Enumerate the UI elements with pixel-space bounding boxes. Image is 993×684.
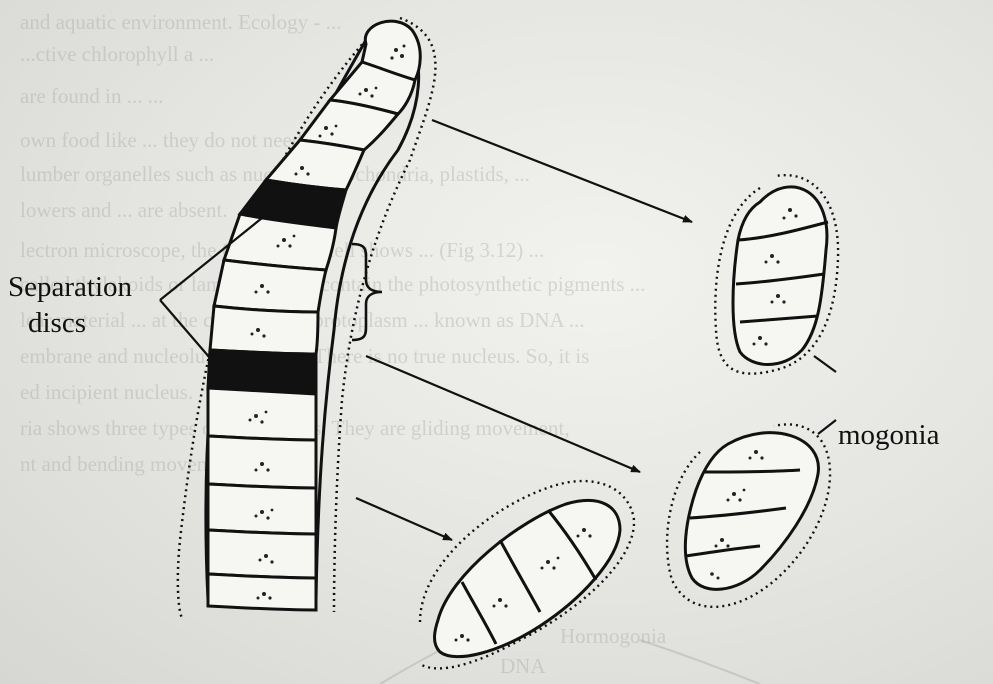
filament-cell xyxy=(214,260,326,312)
filament-cell xyxy=(208,484,316,534)
hormogonium-upper xyxy=(715,175,838,373)
hormogonium-lower xyxy=(420,481,634,668)
hormogonium-body xyxy=(435,500,621,656)
filament xyxy=(178,18,436,618)
separation-discs-label-line2: discs xyxy=(28,306,86,340)
filament-cell xyxy=(210,306,318,354)
filament-cell xyxy=(208,574,316,610)
filament-cell xyxy=(208,530,316,578)
arrow-to-hormogonium-middle xyxy=(366,356,640,472)
arrow-to-hormogonium-bottom xyxy=(356,498,452,540)
hormogonium-middle xyxy=(667,424,830,606)
pointer-mogonia-upper xyxy=(814,356,836,372)
mogonia-label: mogonia xyxy=(838,418,940,452)
pointer-mogonia-lower xyxy=(818,420,836,434)
filament-cell xyxy=(208,388,316,440)
hormogonium-bracket xyxy=(352,244,382,340)
arrow-to-hormogonium-top xyxy=(432,120,692,222)
separation-discs-label-line1: Separation xyxy=(8,270,132,304)
